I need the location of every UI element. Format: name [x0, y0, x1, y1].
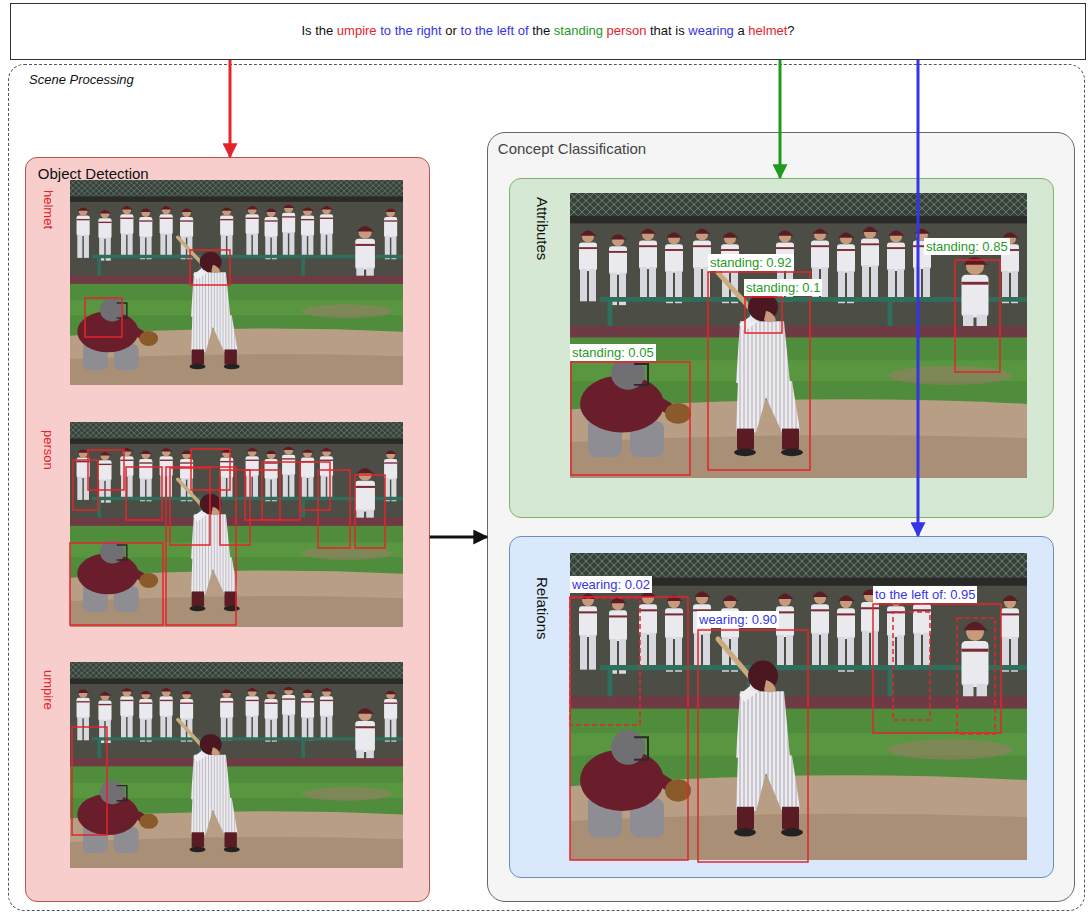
attribute-score: standing: 0.85: [924, 238, 1010, 255]
question-word: [457, 23, 461, 38]
bounding-boxes: [708, 272, 810, 470]
question-word: wearing: [688, 23, 734, 38]
question-word: [603, 23, 607, 38]
question-word: [442, 23, 446, 38]
question-word: left: [497, 23, 514, 38]
attribute-score: standing: 0.1: [744, 279, 822, 296]
bounding-boxes: [191, 449, 230, 490]
bounding-boxes: [957, 618, 995, 734]
classification-photos: [570, 193, 1027, 860]
detection-photos: [70, 180, 403, 385]
bounding-boxes: [745, 297, 782, 333]
bounding-boxes: [893, 612, 930, 720]
attribute-score: standing: 0.05: [570, 344, 656, 361]
question-word: the: [475, 23, 493, 38]
question-word: [391, 23, 395, 38]
panel-title: Scene Processing: [29, 72, 134, 89]
bounding-boxes: [85, 298, 122, 337]
bounding-boxes: [570, 598, 640, 725]
question-word: [377, 23, 381, 38]
question-word: the: [315, 23, 333, 38]
bounding-boxes: [126, 467, 162, 520]
question-word: helmet: [748, 23, 787, 38]
bounding-boxes: [873, 604, 1001, 733]
bounding-boxes: [355, 475, 385, 548]
question-word: [745, 23, 749, 38]
attribute-score: standing: 0.92: [708, 254, 794, 271]
classification-photos: [570, 553, 1027, 860]
question-word: is: [675, 23, 684, 38]
panel-title: Concept Classification: [498, 139, 646, 159]
panel-title: Object Detection: [38, 164, 149, 184]
relation-score: to the left of: 0.95: [873, 586, 977, 603]
relation-score: wearing: 0.90: [697, 611, 779, 628]
bounding-boxes: [955, 260, 1000, 372]
question-word: right: [416, 23, 441, 38]
flow-arrow: [917, 60, 920, 536]
question-word: standing: [554, 23, 603, 38]
question-word: [672, 23, 676, 38]
question-word: to: [380, 23, 391, 38]
question-word: person: [607, 23, 647, 38]
bounding-boxes: [318, 470, 350, 548]
question-word: [493, 23, 497, 38]
flow-arrow: [430, 536, 487, 539]
class-label: person: [40, 430, 57, 470]
bounding-boxes: [88, 450, 124, 490]
detection-photos: [70, 180, 403, 868]
bounding-boxes: [571, 362, 690, 475]
question-word: to: [461, 23, 472, 38]
class-label: umpire: [40, 670, 57, 710]
question-word: [529, 23, 533, 38]
question-text: Is the umpire to the right or to the lef…: [301, 23, 794, 40]
bounding-boxes: [262, 462, 300, 520]
bounding-boxes: [190, 250, 230, 285]
question-word: [333, 23, 337, 38]
bounding-boxes: [73, 460, 98, 510]
bounding-boxes: [300, 462, 330, 510]
classification-photos: [570, 193, 1027, 478]
question-word: [550, 23, 554, 38]
question-word: [734, 23, 738, 38]
object-detection-panel: Object Detection: [25, 157, 430, 902]
bounding-boxes: [70, 543, 163, 625]
bounding-boxes: [72, 727, 107, 835]
bounding-boxes: [245, 470, 280, 520]
panel-title: Relations: [532, 577, 552, 640]
detection-photos: [70, 662, 403, 868]
question-word: [514, 23, 518, 38]
panel-title: Attributes: [532, 197, 552, 260]
question-box: Is the umpire to the right or to the lef…: [10, 3, 1086, 60]
question-word: [471, 23, 475, 38]
bounding-boxes: [170, 468, 210, 545]
flow-arrow: [229, 60, 232, 157]
question-word: Is: [301, 23, 311, 38]
question-word: [685, 23, 689, 38]
question-word: a: [737, 23, 744, 38]
question-word: [312, 23, 316, 38]
bounding-boxes: [698, 630, 808, 862]
question-word: or: [445, 23, 457, 38]
flow-arrow: [779, 60, 782, 178]
relation-score: wearing: 0.02: [570, 576, 652, 593]
question-word: that: [650, 23, 672, 38]
question-word: the: [532, 23, 550, 38]
bounding-boxes: [166, 467, 236, 625]
class-label: helmet: [40, 190, 57, 229]
bounding-boxes: [220, 470, 250, 545]
question-word: of: [518, 23, 529, 38]
question-word: [413, 23, 417, 38]
detection-photos: [70, 422, 403, 627]
question-word: umpire: [337, 23, 377, 38]
bounding-boxes: [570, 597, 688, 860]
question-word: the: [395, 23, 413, 38]
scene-processing-region: Scene ProcessingObject Detection Concept …: [8, 64, 1085, 911]
question-word: ?: [787, 23, 794, 38]
bounding-boxes: [70, 250, 1001, 862]
question-word: [646, 23, 650, 38]
